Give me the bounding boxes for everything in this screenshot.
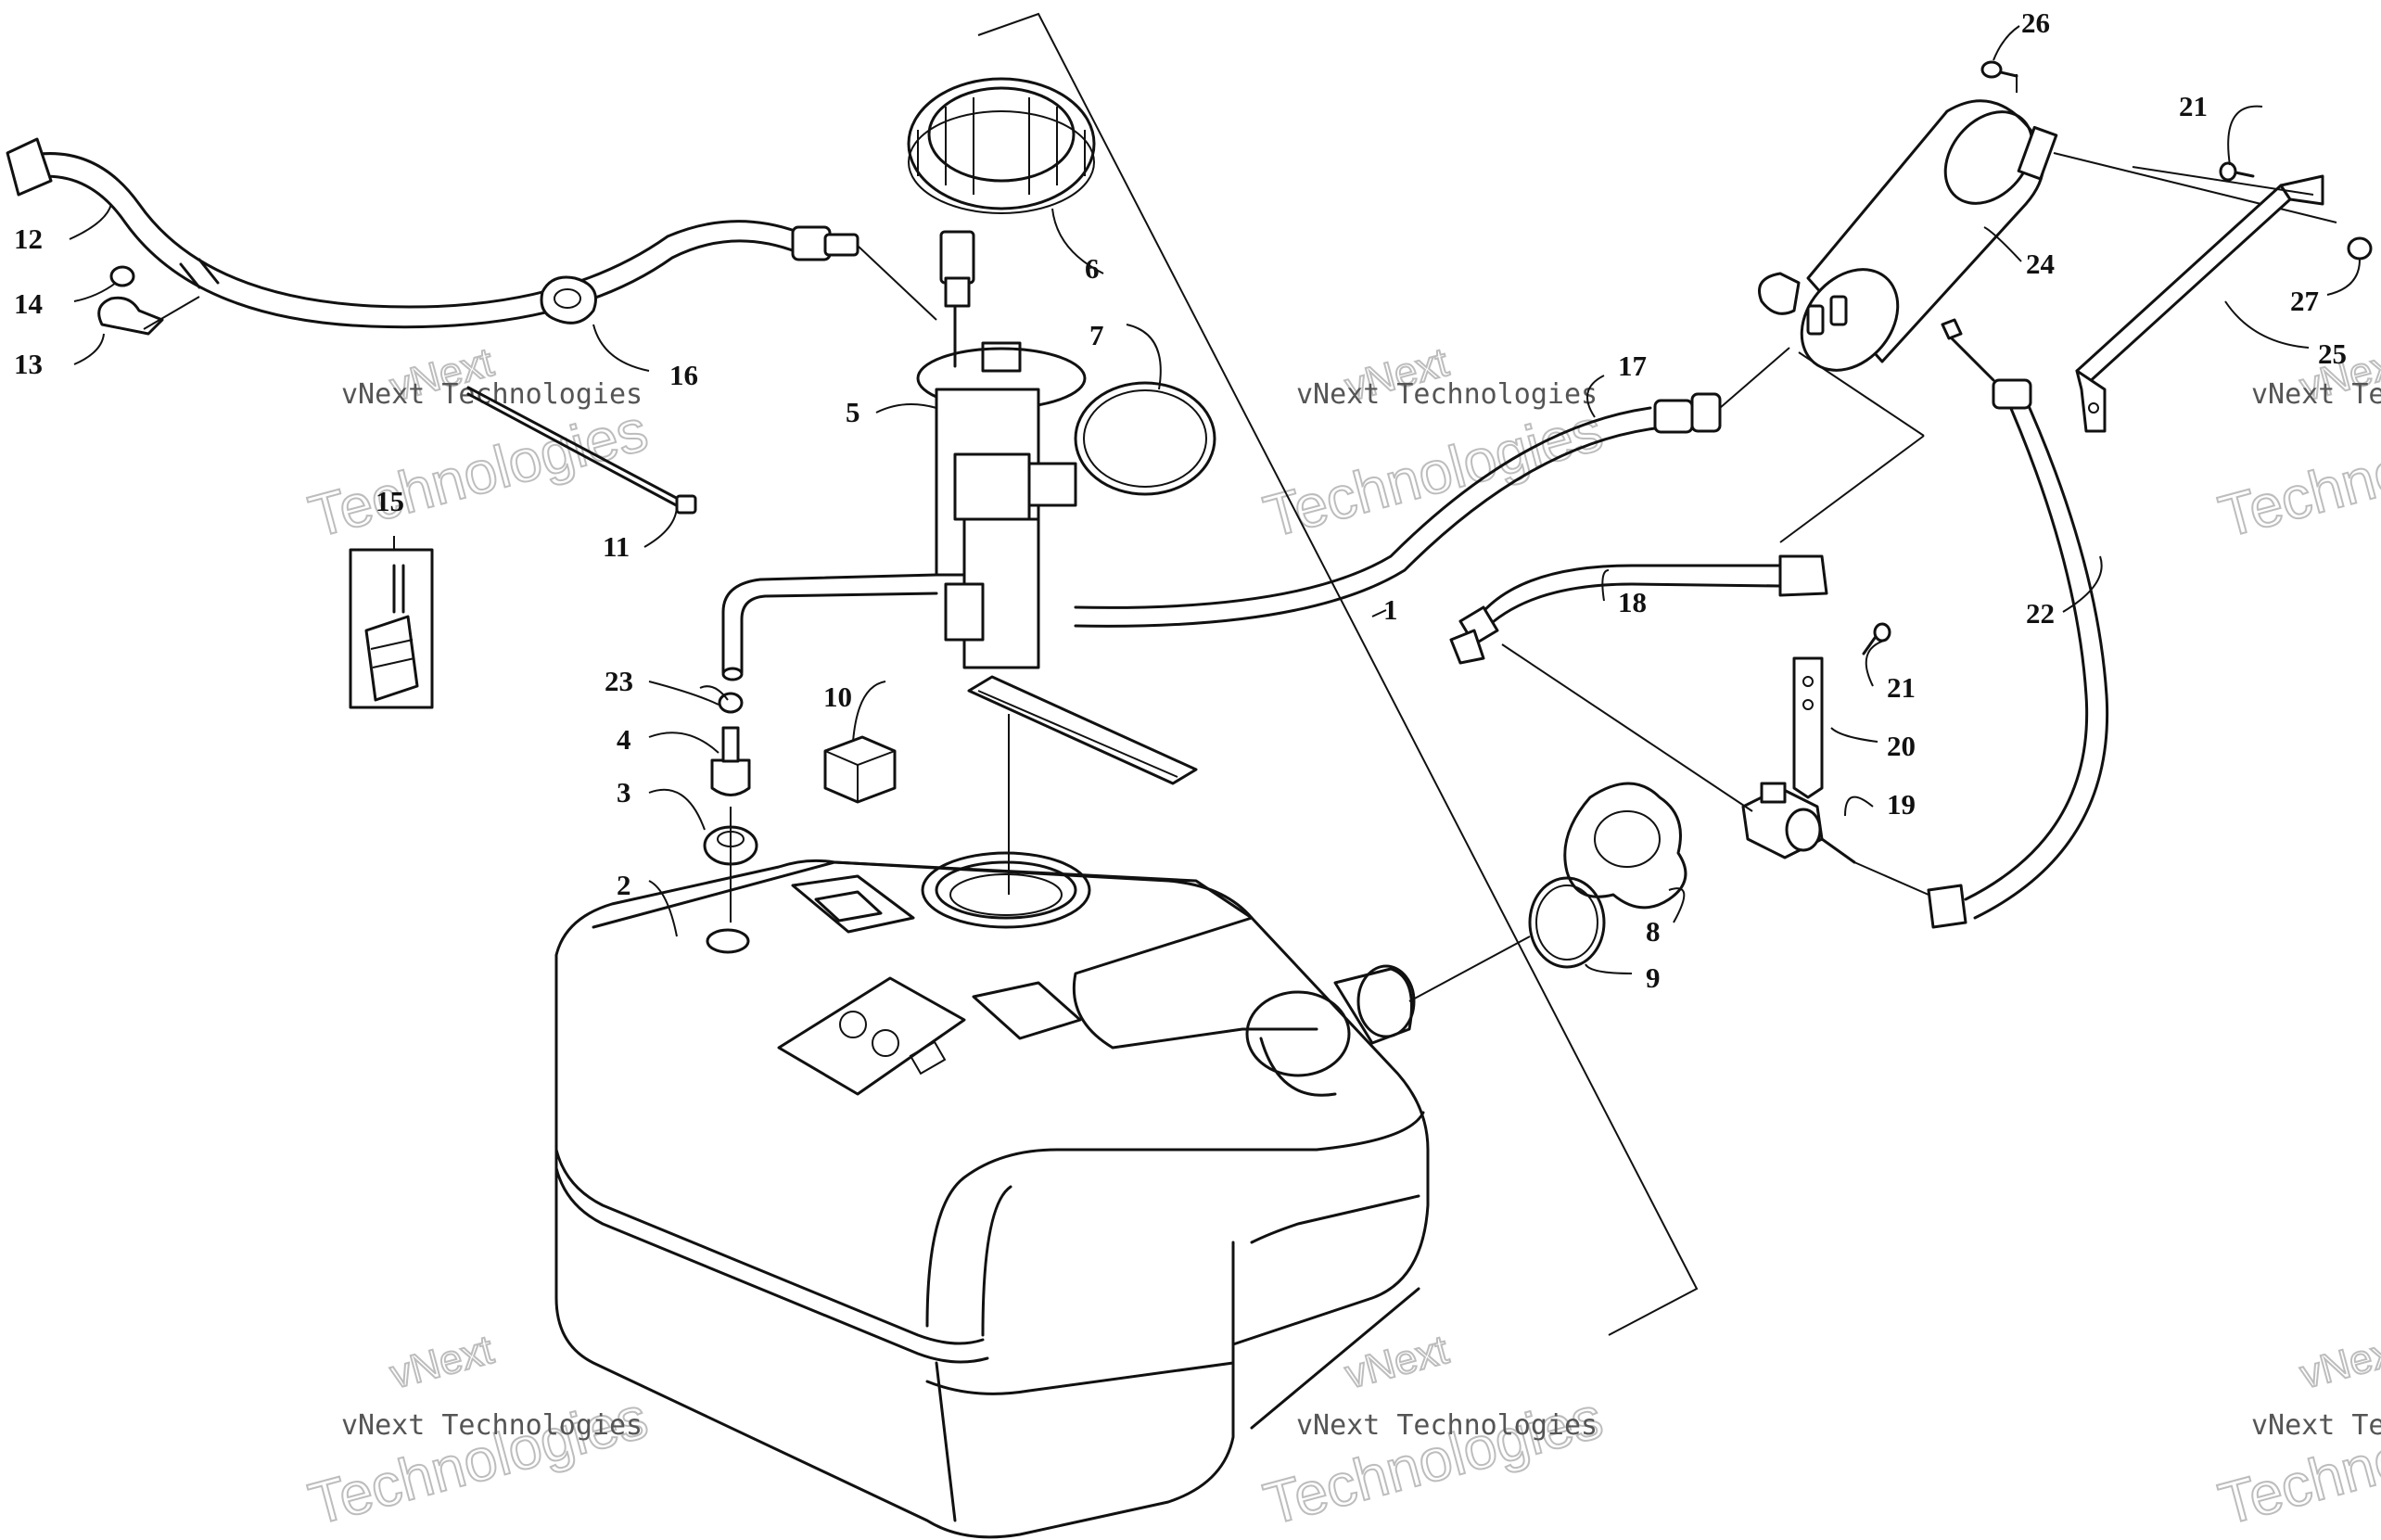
svg-text:vNext: vNext [2296, 1327, 2381, 1397]
callout-1: 1 [1383, 593, 1398, 626]
svg-text:vNext: vNext [386, 1327, 498, 1397]
callout-18: 18 [1618, 586, 1647, 618]
watermark-technologies: Technologies [302, 396, 654, 550]
valve-bracket [1792, 656, 1824, 799]
callout-12: 12 [14, 223, 43, 255]
callout-22: 22 [2026, 597, 2055, 630]
svg-text:vNext Technologies: vNext Technologies [1296, 378, 1598, 411]
callout-15: 15 [376, 485, 404, 517]
purge-valve [1741, 782, 1856, 864]
callout-21-bottom: 21 [1887, 671, 1916, 704]
svg-text:vNext Technologies: vNext Technologies [341, 1409, 643, 1442]
canister-bracket [2075, 174, 2324, 433]
svg-text:Technologies: Technologies [2212, 396, 2381, 550]
callout-11: 11 [603, 530, 630, 563]
callout-24: 24 [2026, 248, 2055, 280]
svg-text:Technologies: Technologies [1257, 396, 1609, 550]
nut-27 [2347, 236, 2373, 261]
evap-canister [1758, 99, 2058, 372]
section-divider [977, 12, 1699, 1336]
callout-16: 16 [669, 359, 698, 391]
svg-text:Technologies: Technologies [302, 1383, 654, 1537]
lock-ring [907, 77, 1096, 214]
callout-3: 3 [617, 776, 631, 808]
leader-lines [69, 25, 2361, 974]
svg-text:Technologies: Technologies [2212, 1383, 2381, 1537]
callout-17: 17 [1618, 350, 1647, 382]
watermark-top-center: vNext Technologies [1256, 338, 1610, 551]
screw-21-top [2219, 161, 2255, 182]
svg-text:Technologies: Technologies [1257, 1383, 1609, 1537]
gas-cap [1563, 782, 1687, 910]
callout-21-top: 21 [2179, 90, 2208, 122]
callout-labels: 1 2 3 4 5 6 7 8 9 10 11 12 13 14 15 16 1… [14, 6, 2347, 994]
callout-25: 25 [2318, 337, 2347, 370]
callout-7: 7 [1089, 319, 1104, 351]
callout-9: 9 [1646, 961, 1661, 994]
callout-13: 13 [14, 348, 43, 380]
return-hose [721, 573, 938, 681]
purge-hose [1449, 351, 1925, 665]
fuel-supply-hose [6, 137, 937, 329]
cable-tie [466, 386, 697, 515]
watermark-top-left: vNext Technologies [301, 338, 655, 551]
rollover-valve [710, 726, 751, 796]
watermark-top-right: vNext Technologies [2211, 338, 2381, 551]
callout-6: 6 [1085, 252, 1100, 285]
callout-20: 20 [1887, 730, 1916, 762]
vent-cap [718, 692, 744, 714]
svg-text:vNext: vNext [1341, 1327, 1453, 1397]
callout-19: 19 [1887, 788, 1916, 821]
o-ring [1074, 381, 1216, 496]
vent-hose [1074, 392, 1722, 628]
foam-pad [823, 735, 897, 804]
svg-text:vNext Technologies: vNext Technologies [2251, 378, 2381, 411]
svg-text:vNext Technologies: vNext Technologies [1296, 1409, 1598, 1442]
callout-2: 2 [617, 869, 631, 901]
fuel-tank [554, 851, 1430, 1539]
screw-21-bottom [1862, 622, 1891, 655]
callout-27: 27 [2290, 285, 2319, 317]
sensor-harness-box [349, 548, 434, 709]
callout-26: 26 [2021, 6, 2050, 39]
callout-10: 10 [823, 681, 852, 713]
callout-14: 14 [14, 287, 43, 320]
screw-26 [1980, 60, 2018, 79]
callout-4: 4 [617, 723, 631, 756]
clamp-13 [97, 296, 164, 336]
svg-text:vNext Technologies: vNext Technologies [2251, 1409, 2381, 1442]
callout-8: 8 [1646, 915, 1661, 948]
clamp-16 [540, 275, 597, 325]
fuel-pump-assembly [916, 230, 1198, 895]
callout-5: 5 [846, 396, 860, 428]
canister-vent-hose [1927, 318, 2109, 929]
callout-23: 23 [605, 665, 633, 697]
screw-14 [109, 265, 135, 287]
gas-cap-gasket [1408, 876, 1606, 1002]
